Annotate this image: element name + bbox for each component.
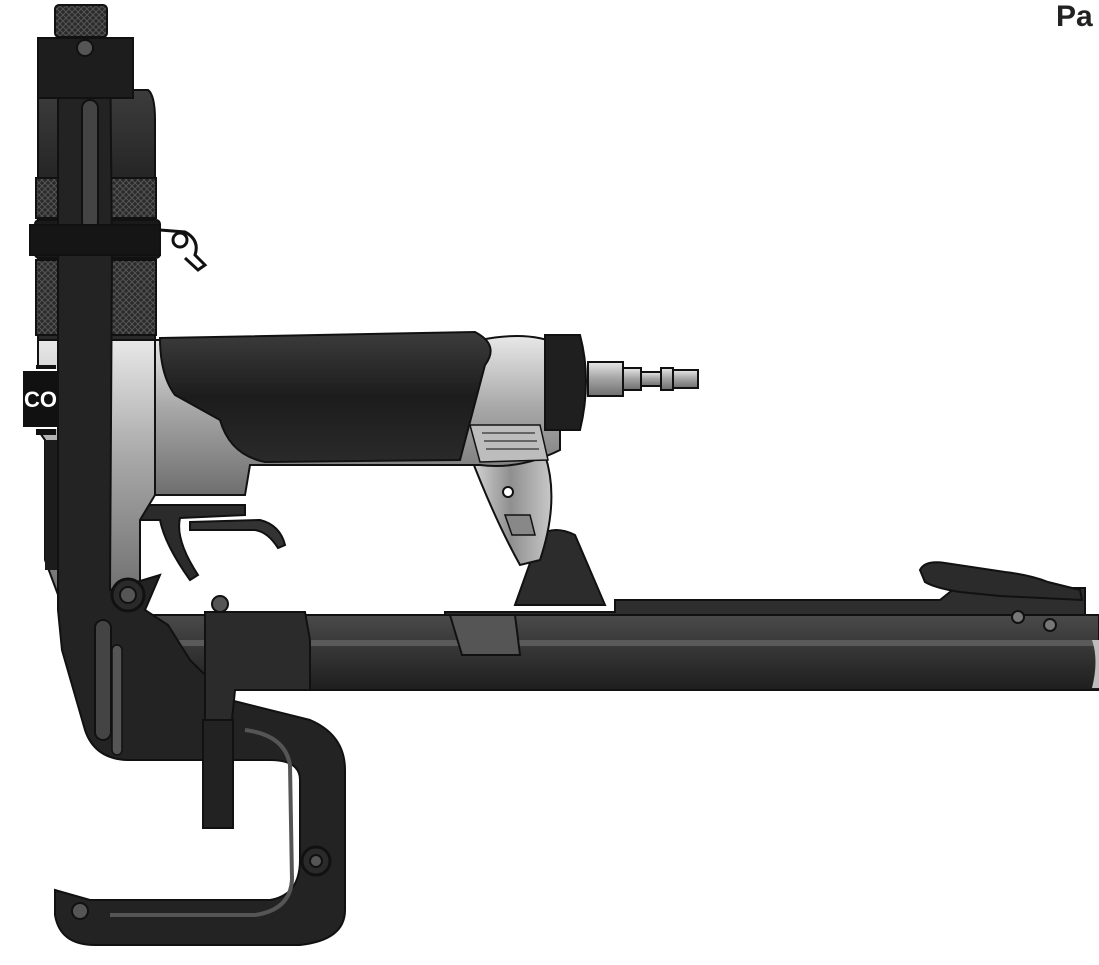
pusher-handle (918, 561, 1084, 602)
rubber-grip (158, 330, 492, 464)
rear-cap (544, 334, 587, 431)
vertical-frame (54, 39, 346, 946)
top-clamp (29, 4, 161, 256)
page-heading-fragment: Pa (1056, 0, 1093, 33)
trigger (139, 504, 287, 582)
air-fitting-icon (587, 361, 699, 397)
brand-text: CO (24, 387, 57, 412)
brand-badge: CO (21, 369, 61, 429)
magazine-clip (448, 614, 522, 656)
grip-handle (468, 454, 553, 567)
driver-guide (202, 595, 311, 829)
